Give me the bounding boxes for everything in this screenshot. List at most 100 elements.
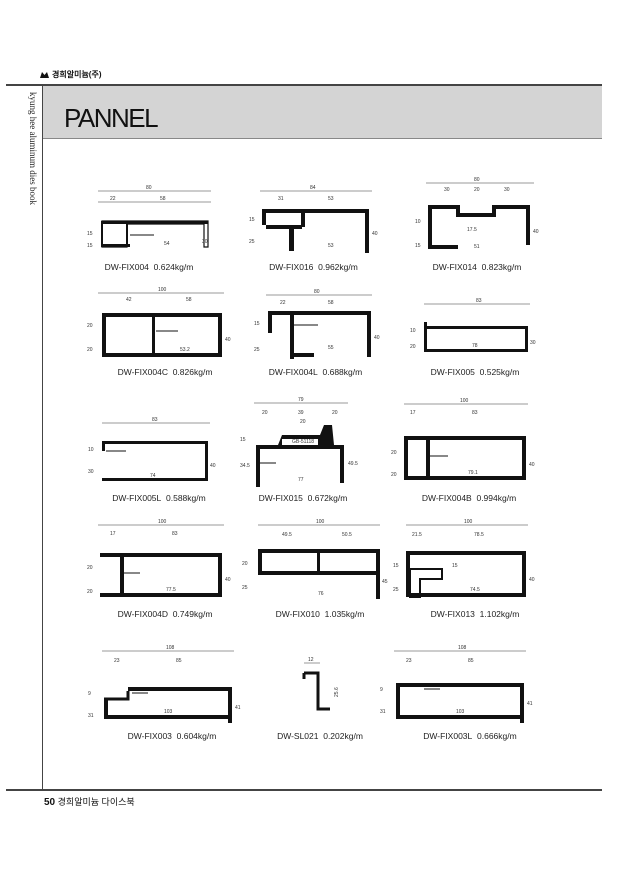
profile-weight: 0.588kg/m xyxy=(166,493,206,503)
profile-code: DW-FIX003 xyxy=(127,731,172,741)
svg-text:20: 20 xyxy=(410,344,416,350)
profile-drawing: 79 20 39 20 20 GB-51118 15 34.5 49.5 77 xyxy=(236,395,366,490)
vertical-book-title: kyung hee aluminum dies book xyxy=(26,92,38,302)
profile-drawing: 108 23 85 9 31 41 103 xyxy=(376,643,536,728)
svg-text:10: 10 xyxy=(415,219,421,225)
profile-weight: 0.749kg/m xyxy=(172,609,213,619)
profile-caption: DW-FIX004L 0.688kg/m xyxy=(258,367,373,377)
bottom-rule xyxy=(6,789,602,791)
svg-text:53: 53 xyxy=(328,243,334,249)
profile-code: DW-FIX004C xyxy=(117,367,168,377)
profile-svg-fix004d: 100 17 83 20 20 40 77.5 xyxy=(87,519,231,597)
profile-caption: DW-FIX015 0.672kg/m xyxy=(248,493,358,503)
profile-caption: DW-FIX003 0.604kg/m xyxy=(112,731,232,741)
svg-text:78.5: 78.5 xyxy=(474,532,484,538)
svg-text:39: 39 xyxy=(298,410,304,416)
svg-text:30: 30 xyxy=(530,340,536,346)
svg-text:30: 30 xyxy=(444,187,450,193)
svg-text:54: 54 xyxy=(164,241,170,247)
svg-text:83: 83 xyxy=(152,417,158,423)
svg-text:17.5: 17.5 xyxy=(467,227,477,233)
svg-text:15: 15 xyxy=(87,243,93,249)
svg-text:17: 17 xyxy=(110,531,116,537)
svg-text:51: 51 xyxy=(474,244,480,250)
profile-caption: DW-FIX004 0.624kg/m xyxy=(84,262,214,272)
svg-text:15: 15 xyxy=(87,231,93,237)
profile-svg-fix013: 100 21.5 78.5 15 25 40 74.5 15 xyxy=(393,519,535,598)
profile-svg-fix010: 100 49.5 50.5 20 25 45 76 xyxy=(242,519,388,599)
svg-text:53.2: 53.2 xyxy=(180,347,190,353)
profile-caption: DW-FIX013 1.102kg/m xyxy=(420,609,530,619)
footer: 50 경희알미늄 다이스북 xyxy=(44,795,135,808)
svg-text:20: 20 xyxy=(87,323,93,329)
svg-text:20: 20 xyxy=(242,561,248,567)
svg-text:78: 78 xyxy=(472,343,478,349)
svg-text:74.5: 74.5 xyxy=(470,587,480,593)
svg-text:15: 15 xyxy=(249,217,255,223)
svg-text:100: 100 xyxy=(158,287,167,293)
profile-code: DW-FIX004D xyxy=(117,609,168,619)
svg-text:20: 20 xyxy=(391,472,397,478)
profile-code: DW-FIX005 xyxy=(430,367,475,377)
svg-text:20: 20 xyxy=(87,347,93,353)
profile-code: DW-FIX016 xyxy=(269,262,314,272)
svg-text:20: 20 xyxy=(262,410,268,416)
svg-text:40: 40 xyxy=(225,337,231,343)
svg-text:79.1: 79.1 xyxy=(468,470,478,476)
svg-text:76: 76 xyxy=(318,591,324,597)
profile-caption: DW-FIX010 1.035kg/m xyxy=(265,609,375,619)
svg-text:108: 108 xyxy=(458,645,467,651)
profile-drawing: 83 10 30 40 74 xyxy=(84,415,219,487)
svg-text:30: 30 xyxy=(202,239,208,245)
svg-text:22: 22 xyxy=(110,196,116,202)
svg-text:21.5: 21.5 xyxy=(412,532,422,538)
svg-text:15: 15 xyxy=(415,243,421,249)
svg-text:25: 25 xyxy=(254,347,260,353)
svg-text:49.5: 49.5 xyxy=(282,532,292,538)
svg-text:79: 79 xyxy=(298,397,304,403)
profile-code: DW-FIX004 xyxy=(104,262,149,272)
profile-drawing: 100 49.5 50.5 20 25 45 76 xyxy=(238,517,388,605)
svg-text:84: 84 xyxy=(310,185,316,191)
profile-weight: 0.688kg/m xyxy=(322,367,363,377)
svg-text:40: 40 xyxy=(372,231,378,237)
page-number: 50 xyxy=(44,797,56,808)
section-banner xyxy=(43,86,602,139)
svg-text:103: 103 xyxy=(164,709,173,715)
profile-caption: DW-FIX004B 0.994kg/m xyxy=(414,493,524,503)
profile-caption: DW-FIX016 0.962kg/m xyxy=(246,262,381,272)
svg-text:25.6: 25.6 xyxy=(334,687,340,697)
vertical-book-title-text: kyung hee aluminum dies book xyxy=(28,92,38,205)
profile-weight: 0.604kg/m xyxy=(176,731,217,741)
profile-svg-sl021: 12 25.6 xyxy=(302,657,340,711)
brand-header: 경희알미늄(주) xyxy=(40,69,102,80)
svg-text:100: 100 xyxy=(158,519,167,525)
svg-text:20: 20 xyxy=(300,419,306,425)
profile-weight: 0.672kg/m xyxy=(307,493,348,503)
svg-text:100: 100 xyxy=(460,398,469,404)
svg-text:22: 22 xyxy=(280,300,286,306)
profile-svg-fix003: 108 23 85 9 31 41 103 xyxy=(88,645,241,723)
svg-text:20: 20 xyxy=(391,450,397,456)
svg-text:23: 23 xyxy=(406,658,412,664)
profile-drawing: 100 42 58 20 20 40 53.2 xyxy=(84,285,234,365)
svg-text:100: 100 xyxy=(464,519,473,525)
profile-svg-fix004: 80 22 58 15 15 30 54 xyxy=(87,185,211,249)
profile-code: DW-FIX015 xyxy=(258,493,303,503)
svg-text:83: 83 xyxy=(472,410,478,416)
profile-caption: DW-FIX004D 0.749kg/m xyxy=(110,609,220,619)
footer-book-title: 경희알미늄 다이스북 xyxy=(57,797,135,807)
svg-text:58: 58 xyxy=(328,300,334,306)
profile-drawing: 108 23 85 9 31 41 103 xyxy=(84,643,244,728)
svg-text:15: 15 xyxy=(393,563,399,569)
profile-weight: 0.826kg/m xyxy=(172,367,213,377)
svg-text:30: 30 xyxy=(88,469,94,475)
svg-text:25: 25 xyxy=(249,239,255,245)
profile-svg-fix004l: 80 22 58 15 25 40 55 xyxy=(254,289,380,359)
profile-svg-fix005: 83 10 20 30 78 xyxy=(410,298,536,352)
svg-text:55: 55 xyxy=(328,345,334,351)
profile-weight: 0.624kg/m xyxy=(153,262,194,272)
profile-weight: 0.666kg/m xyxy=(477,731,517,741)
svg-text:20: 20 xyxy=(332,410,338,416)
profile-code: DW-SL021 xyxy=(277,731,319,741)
